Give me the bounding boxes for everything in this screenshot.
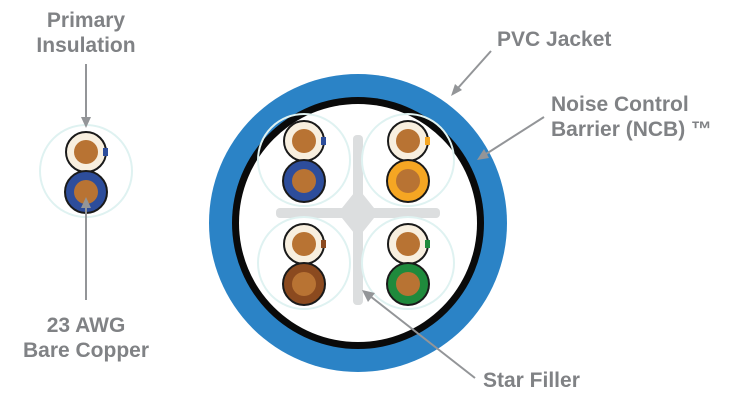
- blue-pair-stripe-mark: [321, 137, 326, 145]
- blue-pair: [257, 113, 351, 207]
- blue-pair-outline: [257, 113, 351, 207]
- awg-copper-label-line-2: Bare Copper: [22, 339, 150, 362]
- ncb-label-line-2: Barrier (NCB) ™: [551, 118, 713, 141]
- star-filler-label-text: Star Filler: [483, 369, 580, 392]
- green-pair: [361, 216, 455, 310]
- arrowhead-star-filler: [362, 290, 375, 302]
- brown-pair-outline: [257, 216, 351, 310]
- green-pair-stripe-mark: [425, 240, 430, 248]
- detail-pair: [39, 124, 133, 218]
- detail-pair-stripe-mark: [103, 148, 108, 156]
- leader-star-filler: [369, 295, 476, 379]
- arrowhead-primary-insulation: [81, 117, 91, 128]
- orange-pair-solid-copper: [396, 169, 420, 193]
- orange-pair-stripe-mark: [425, 137, 430, 145]
- blue-pair-solid-copper: [292, 169, 316, 193]
- blue-pair-stripe-copper: [292, 129, 316, 153]
- ncb-label-line-1: Noise Control: [551, 93, 689, 116]
- green-pair-outline: [361, 216, 455, 310]
- detail-pair-solid-copper: [74, 180, 98, 204]
- arrowhead-awg-copper: [81, 197, 91, 208]
- single-pair-detail: [39, 124, 133, 218]
- orange-pair-outline: [361, 113, 455, 207]
- detail-pair-stripe-copper: [74, 140, 98, 164]
- arrowhead-pvc-jacket: [451, 84, 462, 96]
- leader-ncb: [485, 116, 545, 155]
- primary-insulation-label-line-1: Primary: [46, 9, 126, 32]
- brown-pair-solid-copper: [292, 272, 316, 296]
- awg-copper-label-line-1: 23 AWG: [46, 314, 126, 337]
- twisted-pairs: [257, 113, 455, 310]
- brown-pair-stripe-mark: [321, 240, 326, 248]
- star-filler: [276, 135, 440, 305]
- orange-pair: [361, 113, 455, 207]
- pvc-jacket-label: PVC Jacket: [497, 27, 611, 52]
- leader-pvc-jacket: [457, 50, 492, 89]
- awg-copper-label: 23 AWG Bare Copper: [0, 313, 172, 363]
- green-pair-solid-copper: [396, 272, 420, 296]
- brown-pair-stripe-copper: [292, 232, 316, 256]
- pvc-jacket-label-text: PVC Jacket: [497, 28, 612, 51]
- arrowhead-ncb: [477, 149, 489, 160]
- star-filler-label: Star Filler: [483, 368, 580, 393]
- primary-insulation-label-line-2: Insulation: [36, 34, 136, 57]
- orange-pair-stripe-copper: [396, 129, 420, 153]
- noise-control-barrier-label: Noise Control Barrier (NCB) ™: [551, 92, 712, 142]
- primary-insulation-label: Primary Insulation: [0, 8, 172, 58]
- green-pair-stripe-copper: [396, 232, 420, 256]
- leader-lines: [81, 50, 545, 379]
- brown-pair: [257, 216, 351, 310]
